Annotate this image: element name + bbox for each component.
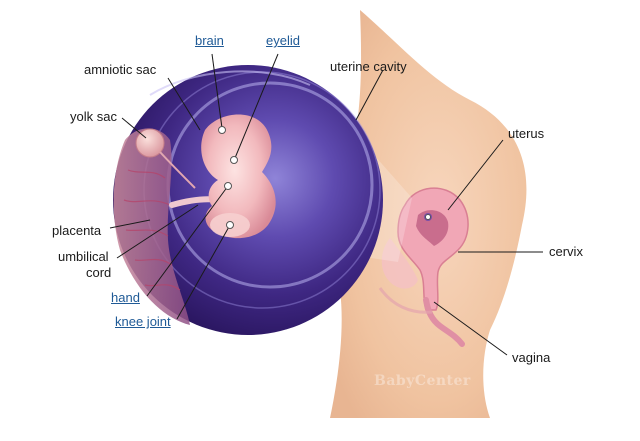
leader-markers [218,126,431,229]
label-hand[interactable]: hand [111,290,140,305]
label-amniotic-sac: amniotic sac [84,62,157,77]
label-placenta: placenta [52,223,102,238]
bladder-shape [381,238,418,289]
watermark: BabyCenter [374,373,471,389]
label-uterine-cavity: uterine cavity [330,59,407,74]
label-cervix: cervix [549,244,583,259]
placenta-shape [113,128,190,325]
label-cord: cord [86,265,112,280]
label-eyelid[interactable]: eyelid [266,33,300,48]
label-knee-joint[interactable]: knee joint [115,314,171,329]
label-yolk-sac: yolk sac [70,109,117,124]
label-uterus: uterus [508,126,545,141]
vagina-shape [423,297,465,347]
embryo-shape [201,114,276,239]
placenta-vessels [123,169,181,291]
label-brain[interactable]: brain [195,33,224,48]
label-umbilical: umbilical [58,249,109,264]
uterine-cavity-shape [416,210,449,246]
uterus-shape [397,187,469,311]
label-vagina: vagina [512,350,551,365]
leader-lines [109,53,543,356]
